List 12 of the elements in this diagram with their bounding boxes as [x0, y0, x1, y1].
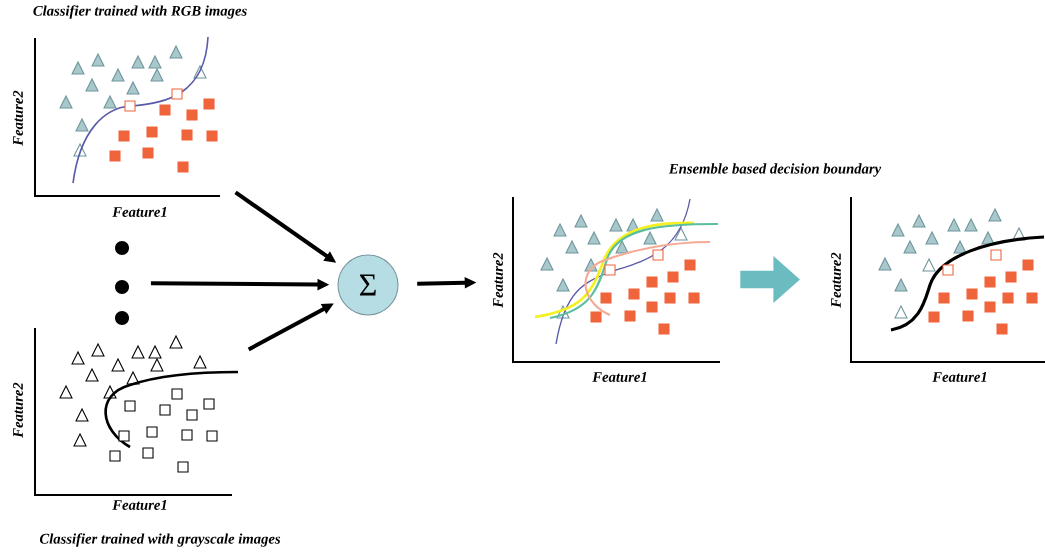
axis-label: Feature1 — [932, 372, 987, 382]
axis-label: Feature1 — [112, 500, 167, 510]
axis-label: Feature2 — [493, 252, 503, 308]
plot-title: Classifier trained with grayscale images — [39, 533, 281, 547]
ellipsis-dots — [115, 241, 129, 325]
plot-title: Classifier trained with RGB images — [33, 5, 247, 19]
axis-label: Feature1 — [592, 372, 647, 382]
axis-label: Feature2 — [13, 382, 23, 438]
axis-label: Feature1 — [112, 207, 167, 217]
axis-label: Feature2 — [13, 90, 23, 146]
axis-label: Feature2 — [831, 252, 841, 308]
plot-title: Ensemble based decision boundary — [668, 163, 882, 177]
